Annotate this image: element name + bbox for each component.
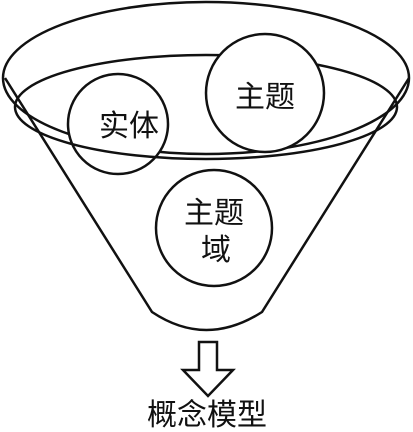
funnel-outer-rim	[1, 0, 411, 156]
topic-label: 主题	[235, 80, 295, 115]
entity-label: 实体	[99, 109, 159, 144]
topic-domain-label-line2: 域	[201, 233, 231, 268]
down-arrow-icon	[180, 340, 236, 398]
output-label: 概念模型	[147, 398, 267, 432]
funnel-inner-rim	[13, 53, 399, 161]
funnel-body	[3, 77, 411, 332]
topic-domain-circle	[154, 168, 274, 288]
topic-domain-label-line1: 主题	[184, 196, 244, 231]
topic-circle	[204, 32, 326, 154]
